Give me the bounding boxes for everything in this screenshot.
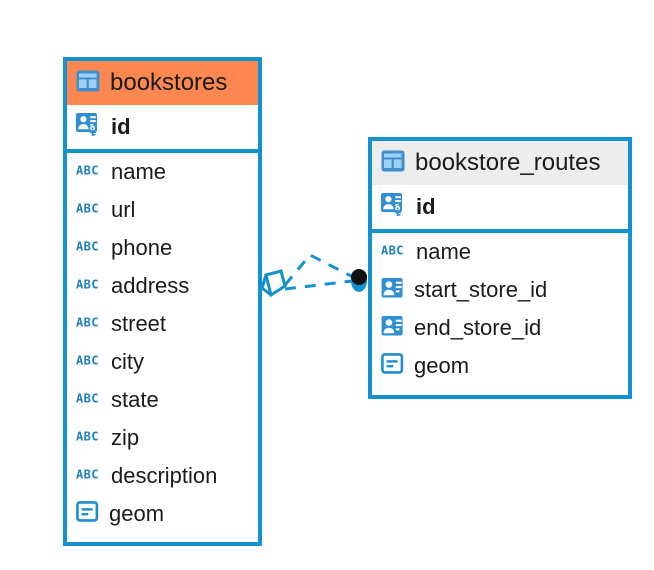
relationship-line-lower xyxy=(284,279,353,291)
field-label: state xyxy=(111,387,159,412)
field-label: description xyxy=(111,463,218,488)
field-label: address xyxy=(111,273,190,298)
field-row-id[interactable]: id xyxy=(67,105,258,149)
geometry-icon xyxy=(381,352,405,380)
entity-header-bookstore-routes[interactable]: bookstore_routes xyxy=(372,141,628,185)
field-row-zip[interactable]: ABC zip xyxy=(67,419,258,457)
field-row-state[interactable]: ABC state xyxy=(67,381,258,419)
entity-title: bookstores xyxy=(110,69,228,96)
field-row-url[interactable]: ABC url xyxy=(67,191,258,229)
field-row-phone[interactable]: ABC phone xyxy=(67,229,258,267)
field-label: url xyxy=(111,197,136,222)
foreign-key-icon xyxy=(381,277,405,304)
field-row-end-store-id[interactable]: end_store_id xyxy=(372,309,628,347)
table-icon xyxy=(76,70,100,97)
svg-text:ABC: ABC xyxy=(76,315,99,329)
svg-text:ABC: ABC xyxy=(381,243,404,257)
svg-text:ABC: ABC xyxy=(76,277,99,291)
field-label: end_store_id xyxy=(414,315,542,340)
text-abc-icon: ABC xyxy=(76,314,102,335)
text-abc-icon: ABC xyxy=(76,162,102,183)
entity-header-bookstores[interactable]: bookstores xyxy=(67,61,258,105)
field-row-id[interactable]: id xyxy=(372,185,628,229)
field-label: zip xyxy=(111,425,140,450)
field-section: ABC name start_store_id xyxy=(372,233,628,385)
field-label: geom xyxy=(109,501,165,526)
filled-circle-marker xyxy=(351,269,367,292)
text-abc-icon: ABC xyxy=(76,276,102,297)
field-label: start_store_id xyxy=(414,277,548,302)
foreign-key-icon xyxy=(381,315,405,342)
text-abc-icon: ABC xyxy=(76,200,102,221)
field-row-name[interactable]: ABC name xyxy=(372,233,628,271)
field-row-start-store-id[interactable]: start_store_id xyxy=(372,271,628,309)
diamond-outline-marker xyxy=(260,269,287,298)
entity-title: bookstore_routes xyxy=(415,149,601,176)
primary-key-icon xyxy=(76,112,102,143)
text-abc-icon: ABC xyxy=(76,390,102,411)
field-row-street[interactable]: ABC street xyxy=(67,305,258,343)
entity-table-bookstore-routes[interactable]: bookstore_routes xyxy=(368,137,632,399)
svg-text:ABC: ABC xyxy=(76,429,99,443)
field-row-name[interactable]: ABC name xyxy=(67,153,258,191)
text-abc-icon: ABC xyxy=(76,428,102,449)
svg-text:ABC: ABC xyxy=(76,201,99,215)
relationship-line-upper xyxy=(283,253,356,286)
svg-text:ABC: ABC xyxy=(76,239,99,253)
primary-key-section: id xyxy=(372,185,628,233)
field-section: ABC name ABC url ABC p xyxy=(67,153,258,533)
field-label: phone xyxy=(111,235,173,260)
primary-key-icon xyxy=(381,192,407,223)
field-label: id xyxy=(416,194,436,219)
field-label: geom xyxy=(414,353,470,378)
field-row-geom[interactable]: geom xyxy=(372,347,628,385)
field-label: street xyxy=(111,311,167,336)
text-abc-icon: ABC xyxy=(76,238,102,259)
field-label: id xyxy=(111,114,131,139)
text-abc-icon: ABC xyxy=(76,466,102,487)
text-abc-icon: ABC xyxy=(381,242,407,263)
field-label: name xyxy=(416,239,472,264)
field-row-description[interactable]: ABC description xyxy=(67,457,258,495)
field-row-geom[interactable]: geom xyxy=(67,495,258,533)
svg-text:ABC: ABC xyxy=(76,163,99,177)
table-icon xyxy=(381,150,405,177)
field-row-city[interactable]: ABC city xyxy=(67,343,258,381)
field-row-address[interactable]: ABC address xyxy=(67,267,258,305)
primary-key-section: id xyxy=(67,105,258,153)
svg-text:ABC: ABC xyxy=(76,467,99,481)
entity-table-bookstores[interactable]: bookstores xyxy=(63,57,262,546)
text-abc-icon: ABC xyxy=(76,352,102,373)
field-label: city xyxy=(111,349,144,374)
geometry-icon xyxy=(76,500,100,528)
field-label: name xyxy=(111,159,167,184)
svg-text:ABC: ABC xyxy=(76,391,99,405)
svg-text:ABC: ABC xyxy=(76,353,99,367)
